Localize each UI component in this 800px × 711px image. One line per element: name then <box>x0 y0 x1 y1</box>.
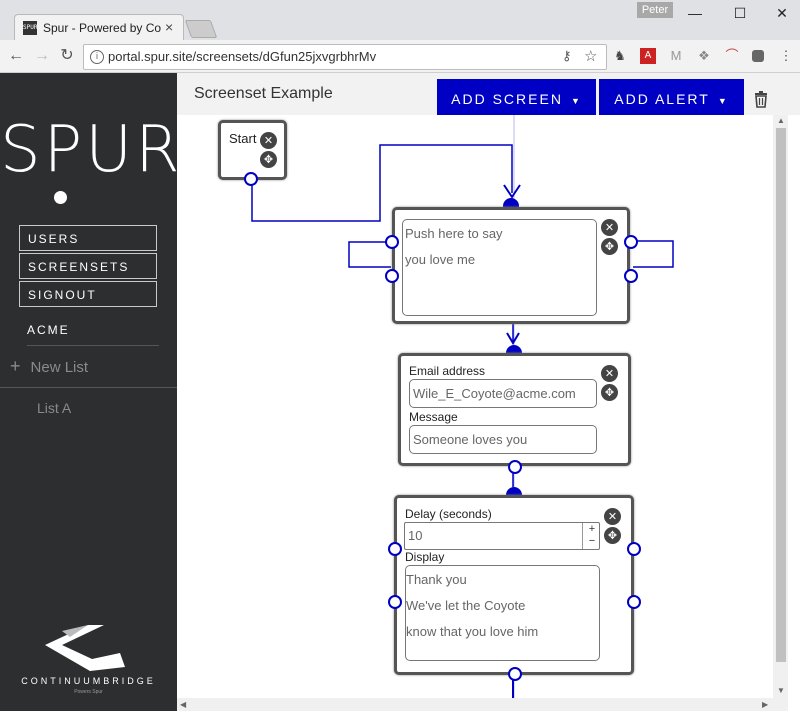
stepper-plus-icon[interactable]: + <box>588 523 596 535</box>
message-label: Message <box>409 410 458 424</box>
continuumbridge-logo-icon <box>45 625 125 671</box>
output-port[interactable] <box>244 172 258 186</box>
delay-input[interactable]: 10 + − <box>404 522 600 550</box>
add-alert-button[interactable]: ADD ALERT ▼ <box>599 79 744 120</box>
trash-icon[interactable] <box>753 91 769 108</box>
add-screen-label: ADD SCREEN <box>451 91 563 107</box>
company-name: ACME <box>27 323 70 337</box>
plus-icon: + <box>10 356 21 376</box>
text-line: know that you love him <box>406 624 539 639</box>
right-port[interactable] <box>624 235 638 249</box>
output-port[interactable] <box>508 460 522 474</box>
email-alert-node[interactable]: Email address Wile_E_Coyote@acme.com Mes… <box>398 353 631 466</box>
add-screen-button[interactable]: ADD SCREEN ▼ <box>437 79 596 120</box>
move-icon[interactable]: ✥ <box>601 238 618 255</box>
browser-tab[interactable]: SPUR Spur - Powered by Conti × <box>14 14 184 41</box>
text-line: Push here to say <box>405 226 503 241</box>
sidebar-item-screensets[interactable]: SCREENSETS <box>19 253 157 279</box>
text-line: We've let the Coyote <box>406 598 526 613</box>
right-port[interactable] <box>627 542 641 556</box>
menu-dots-icon[interactable]: ⋮ <box>779 48 793 63</box>
spur-logo: SPUR <box>0 113 183 187</box>
move-icon[interactable]: ✥ <box>604 527 621 544</box>
scroll-right-icon[interactable]: ▶ <box>762 700 769 709</box>
divider <box>27 345 159 346</box>
info-icon[interactable]: i <box>90 50 104 64</box>
tab-title: Spur - Powered by Conti <box>43 21 161 35</box>
profile-badge[interactable]: Peter <box>637 2 673 18</box>
vertical-scroll-thumb[interactable] <box>776 128 786 662</box>
back-arrow-icon[interactable]: ← <box>8 47 24 64</box>
minimize-icon[interactable]: — <box>688 5 702 21</box>
scroll-up-icon[interactable]: ▲ <box>777 116 785 125</box>
page-title: Screenset Example <box>194 85 333 102</box>
tab-close-icon[interactable]: × <box>165 19 174 35</box>
button-text-field[interactable]: Push here to say you love me <box>402 219 597 316</box>
right-port[interactable] <box>627 595 641 609</box>
mail-extension-icon[interactable]: M <box>670 48 682 63</box>
right-port[interactable] <box>624 269 638 283</box>
evernote-extension-icon[interactable]: ♞ <box>614 48 626 63</box>
display-label: Display <box>405 550 445 564</box>
logo-dot <box>54 191 67 204</box>
address-bar[interactable]: i portal.spur.site/screensets/dGfun25jxv… <box>83 44 607 70</box>
caret-down-icon: ▼ <box>717 96 729 106</box>
list-item[interactable]: List A <box>37 400 72 416</box>
forward-arrow-icon[interactable]: → <box>34 47 50 64</box>
add-alert-label: ADD ALERT <box>614 91 710 107</box>
url-text: portal.spur.site/screensets/dGfun25jxvgr… <box>108 49 377 64</box>
horizontal-scrollbar[interactable] <box>177 698 788 711</box>
flow-canvas[interactable]: Start ✕ ✥ Push here to say you love me ✕… <box>177 115 773 698</box>
display-text-field[interactable]: Thank you We've let the Coyote know that… <box>405 565 600 661</box>
divider <box>0 387 177 388</box>
message-input[interactable]: Someone loves you <box>409 425 597 454</box>
key-icon[interactable]: ⚷ <box>562 48 572 63</box>
scroll-down-icon[interactable]: ▼ <box>777 686 785 695</box>
footer-brand: CONTINUUMBRIDGE <box>21 676 156 686</box>
caret-down-icon: ▼ <box>570 96 582 106</box>
move-icon[interactable]: ✥ <box>601 384 618 401</box>
new-list-label: New List <box>30 359 89 376</box>
close-icon[interactable]: ✕ <box>260 132 277 149</box>
left-port[interactable] <box>388 542 402 556</box>
reload-icon[interactable]: ↻ <box>60 47 74 64</box>
maximize-icon[interactable]: ☐ <box>733 5 747 21</box>
start-node[interactable]: Start ✕ ✥ <box>218 120 287 180</box>
dropbox-extension-icon[interactable]: ❖ <box>698 48 710 63</box>
stepper-minus-icon[interactable]: − <box>588 535 596 547</box>
close-icon[interactable]: ✕ <box>601 219 618 236</box>
new-tab-button[interactable] <box>184 20 218 38</box>
pdf-extension-icon[interactable]: A <box>640 48 656 64</box>
move-icon[interactable]: ✥ <box>260 151 277 168</box>
delay-value: 10 <box>408 528 423 543</box>
delay-display-node[interactable]: Delay (seconds) 10 + − Display Thank you… <box>394 495 634 675</box>
close-icon[interactable]: ✕ <box>601 365 618 382</box>
email-input[interactable]: Wile_E_Coyote@acme.com <box>409 379 597 408</box>
delay-stepper[interactable]: + − <box>582 523 601 549</box>
email-label: Email address <box>409 364 486 378</box>
scroll-left-icon[interactable]: ◀ <box>180 700 187 709</box>
output-port[interactable] <box>508 667 522 681</box>
start-label: Start <box>229 131 257 146</box>
text-line: you love me <box>405 252 476 267</box>
button-screen-node[interactable]: Push here to say you love me ✕ ✥ <box>392 207 630 324</box>
tracker-extension-icon[interactable]: ⌒ <box>725 48 739 63</box>
sidebar-item-users[interactable]: USERS <box>19 225 157 251</box>
left-port[interactable] <box>385 235 399 249</box>
bookmark-star-icon[interactable]: ☆ <box>584 48 598 65</box>
sidebar: SPUR USERS SCREENSETS SIGNOUT ACME + New … <box>0 73 183 711</box>
left-port[interactable] <box>385 269 399 283</box>
text-line: Thank you <box>406 572 467 587</box>
new-list-button[interactable]: + New List <box>10 356 88 377</box>
browser-toolbar: ← → ↻ i portal.spur.site/screensets/dGfu… <box>0 40 800 73</box>
spur-favicon-icon: SPUR <box>23 21 37 35</box>
sidebar-item-signout[interactable]: SIGNOUT <box>19 281 157 307</box>
square-extension-icon[interactable] <box>752 50 764 62</box>
window-close-icon[interactable]: ✕ <box>776 5 788 21</box>
left-port[interactable] <box>388 595 402 609</box>
browser-tabstrip: SPUR Spur - Powered by Conti × Peter — ☐… <box>0 0 800 41</box>
close-icon[interactable]: ✕ <box>604 508 621 525</box>
delay-label: Delay (seconds) <box>405 507 492 521</box>
footer-tagline: Powers Spur <box>74 689 103 695</box>
